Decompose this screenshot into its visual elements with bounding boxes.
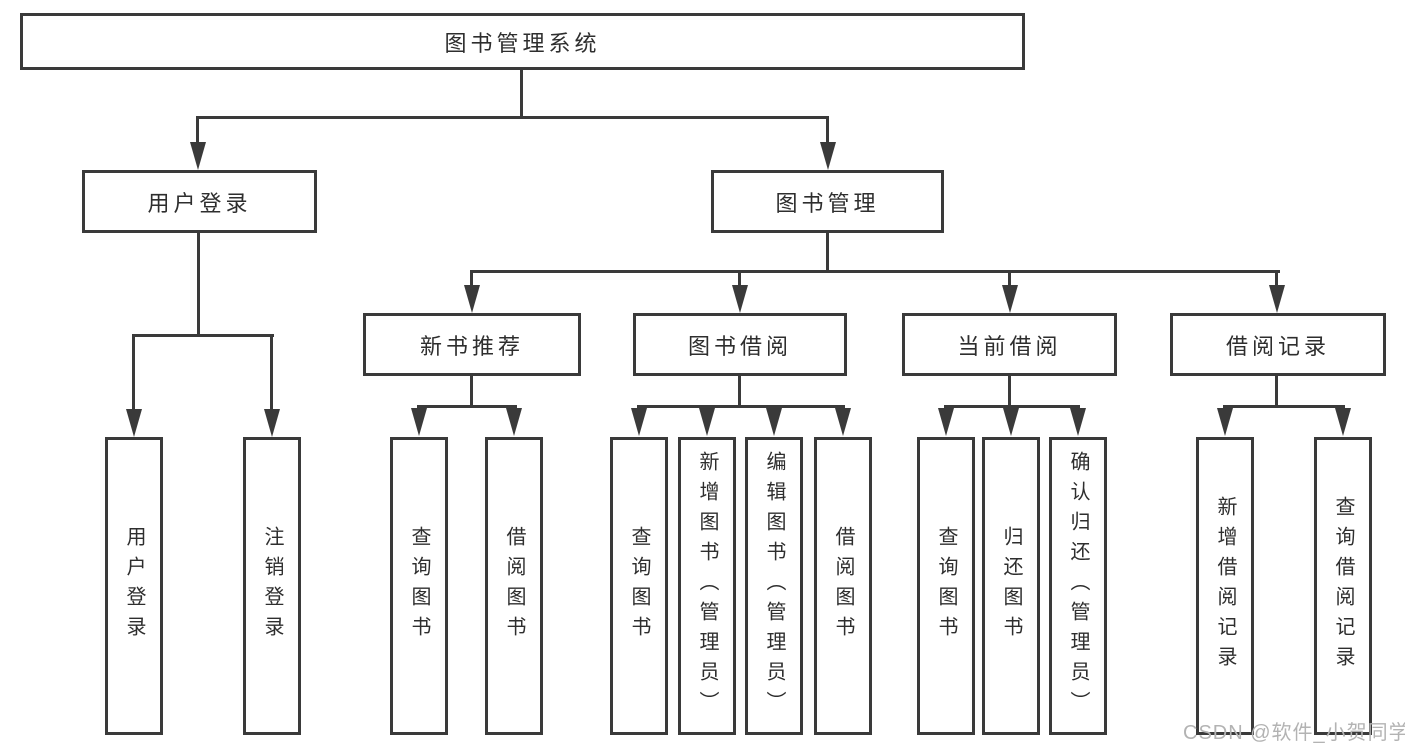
- connector-user-login-rail: [132, 334, 274, 337]
- arrowhead-to-login-leaf: [126, 409, 142, 437]
- leaf-borrow-query-books-label: 查询图书: [628, 526, 650, 646]
- arrowhead-records-add: [1217, 408, 1233, 436]
- leaf-newbooks-borrow-books: 借阅图书: [485, 437, 543, 735]
- leaf-current-query-books-label: 查询图书: [935, 526, 957, 646]
- node-book-borrow: 图书借阅: [633, 313, 847, 376]
- arrowhead-to-borrow-records: [1269, 285, 1285, 313]
- arrowhead-borrow-borrow: [835, 408, 851, 436]
- leaf-confirm-return-admin-label: 确认归还（管理员）: [1067, 451, 1089, 721]
- arrowhead-to-user-login: [190, 142, 206, 170]
- arrowhead-to-book-borrow: [732, 285, 748, 313]
- leaf-edit-book-admin-label: 编辑图书（管理员）: [763, 451, 785, 721]
- arrowhead-to-book-mgmt: [820, 142, 836, 170]
- connector-drop-borrow-records: [1275, 270, 1278, 287]
- leaf-add-borrow-record: 新增借阅记录: [1196, 437, 1254, 735]
- connector-drop-book-borrow: [738, 270, 741, 287]
- connector-book-borrow-stem: [738, 376, 741, 408]
- arrowhead-borrow-add: [699, 408, 715, 436]
- arrowhead-newbooks-borrow: [506, 408, 522, 436]
- connector-drop-new-books: [470, 270, 473, 287]
- connector-current-borrow-rail: [944, 405, 1080, 408]
- leaf-add-book-admin-label: 新增图书（管理员）: [696, 451, 718, 721]
- connector-root-stem: [520, 70, 523, 119]
- leaf-newbooks-borrow-books-label: 借阅图书: [503, 526, 525, 646]
- arrowhead-to-new-books: [464, 285, 480, 313]
- connector-drop-book-mgmt: [826, 116, 829, 144]
- connector-root-rail: [197, 116, 829, 119]
- node-root-label: 图书管理系统: [444, 30, 601, 56]
- arrowhead-current-return: [1003, 408, 1019, 436]
- connector-current-borrow-stem: [1008, 376, 1011, 408]
- leaf-add-borrow-record-label: 新增借阅记录: [1214, 496, 1236, 676]
- csdn-watermark: CSDN @软件_小贺同学: [1183, 722, 1405, 744]
- leaf-newbooks-query-books: 查询图书: [390, 437, 448, 735]
- node-user-login: 用户登录: [82, 170, 317, 233]
- leaf-add-book-admin: 新增图书（管理员）: [678, 437, 736, 735]
- node-borrow-records: 借阅记录: [1170, 313, 1386, 376]
- arrowhead-to-current-borrow: [1002, 285, 1018, 313]
- leaf-newbooks-query-books-label: 查询图书: [408, 526, 430, 646]
- leaf-edit-book-admin: 编辑图书（管理员）: [745, 437, 803, 735]
- node-current-borrow-label: 当前借阅: [957, 333, 1062, 359]
- connector-borrow-records-stem: [1275, 376, 1278, 408]
- connector-new-books-rail: [417, 405, 517, 408]
- arrowhead-current-confirm: [1070, 408, 1086, 436]
- connector-drop-current-borrow: [1008, 270, 1011, 287]
- connector-drop-login-leaf: [132, 334, 135, 410]
- connector-borrow-records-rail: [1223, 405, 1345, 408]
- arrowhead-newbooks-query: [411, 408, 427, 436]
- leaf-user-login-label: 用户登录: [123, 526, 145, 646]
- connector-drop-logout-leaf: [270, 334, 273, 410]
- leaf-logout-label: 注销登录: [261, 526, 283, 646]
- connector-book-mgmt-stem: [826, 233, 829, 273]
- leaf-query-borrow-record: 查询借阅记录: [1314, 437, 1372, 735]
- leaf-borrow-borrow-books-label: 借阅图书: [832, 526, 854, 646]
- arrowhead-to-logout-leaf: [264, 409, 280, 437]
- leaf-current-query-books: 查询图书: [917, 437, 975, 735]
- leaf-confirm-return-admin: 确认归还（管理员）: [1049, 437, 1107, 735]
- leaf-return-books-label: 归还图书: [1000, 526, 1022, 646]
- node-new-book-recommend-label: 新书推荐: [419, 333, 524, 359]
- node-book-management-label: 图书管理: [775, 190, 880, 216]
- arrowhead-current-query: [938, 408, 954, 436]
- node-current-borrow: 当前借阅: [902, 313, 1117, 376]
- arrowhead-records-query: [1335, 408, 1351, 436]
- node-user-login-label: 用户登录: [147, 190, 252, 216]
- leaf-query-borrow-record-label: 查询借阅记录: [1332, 496, 1354, 676]
- node-borrow-records-label: 借阅记录: [1225, 333, 1330, 359]
- leaf-borrow-borrow-books: 借阅图书: [814, 437, 872, 735]
- leaf-logout: 注销登录: [243, 437, 301, 735]
- connector-drop-user-login: [196, 116, 199, 144]
- arrowhead-borrow-query: [631, 408, 647, 436]
- leaf-borrow-query-books: 查询图书: [610, 437, 668, 735]
- leaf-return-books: 归还图书: [982, 437, 1040, 735]
- node-new-book-recommend: 新书推荐: [363, 313, 581, 376]
- connector-book-mgmt-rail: [470, 270, 1280, 273]
- node-root: 图书管理系统: [20, 13, 1025, 70]
- connector-book-borrow-rail: [637, 405, 845, 408]
- leaf-user-login: 用户登录: [105, 437, 163, 735]
- arrowhead-borrow-edit: [766, 408, 782, 436]
- connector-new-books-stem: [470, 376, 473, 408]
- connector-user-login-stem: [197, 233, 200, 337]
- node-book-borrow-label: 图书借阅: [687, 333, 792, 359]
- node-book-management: 图书管理: [711, 170, 944, 233]
